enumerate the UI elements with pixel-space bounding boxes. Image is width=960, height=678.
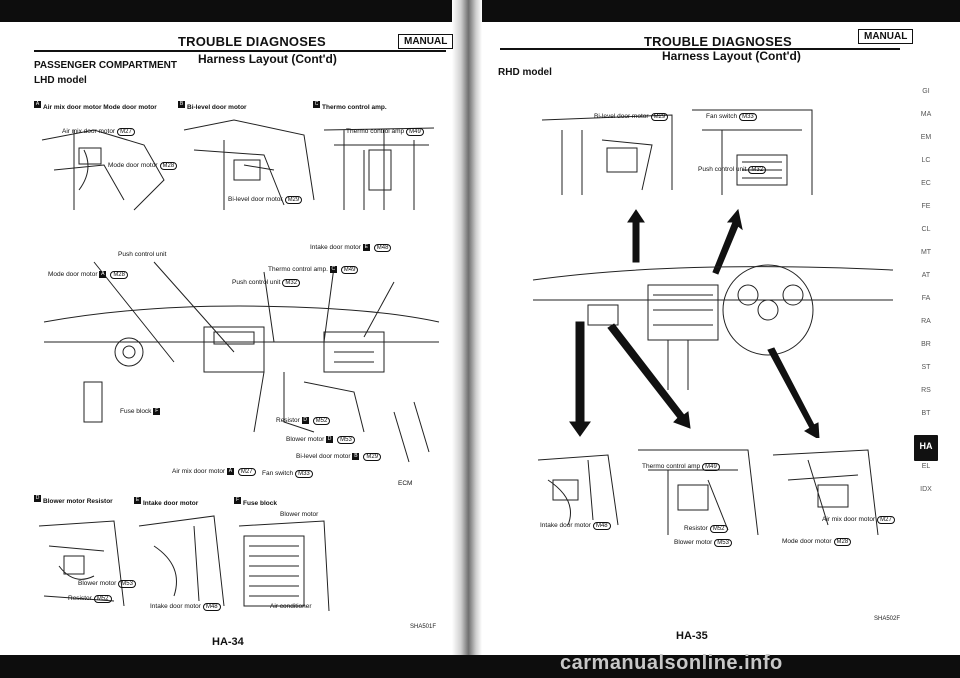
rhd-top-panels-sketch	[541, 109, 813, 195]
tab-ha-active[interactable]: HA	[914, 435, 938, 461]
panel-d-text: Blower motor Resistor	[43, 498, 113, 505]
callout-fuse-block-mid: Fuse block F	[120, 408, 161, 416]
right-manual-badge: MANUAL	[858, 29, 914, 44]
panel-d-letter: D	[34, 495, 41, 503]
tab-br[interactable]: BR	[921, 341, 931, 348]
panel-b-letter: B	[178, 101, 185, 109]
left-figure-code: SHA501F	[410, 624, 437, 630]
lhd-dashboard-sketch	[43, 261, 440, 463]
right-figure-code: SHA502F	[874, 616, 901, 622]
left-manual-badge: MANUAL	[398, 34, 454, 49]
panel-c-text: Thermo control amp.	[322, 104, 387, 111]
right-subtitle: Harness Layout (Cont'd)	[662, 49, 801, 63]
top-panels-sketch	[41, 119, 435, 211]
callout-air-conditioner: Air conditioner	[270, 603, 312, 610]
left-header-title: TROUBLE DIAGNOSES	[178, 34, 326, 49]
left-model: LHD model	[34, 75, 87, 86]
left-section-title: PASSENGER COMPARTMENT	[34, 60, 177, 71]
tab-mt[interactable]: MT	[920, 249, 932, 256]
book-spine	[452, 0, 482, 678]
tab-rs[interactable]: RS	[921, 387, 931, 394]
tab-ec[interactable]: EC	[921, 180, 931, 187]
right-header-rule	[500, 48, 900, 50]
bottom-scan-border	[0, 655, 960, 678]
section-tabs: GI MA EM LC EC FE CL MT AT FA RA BR ST R…	[914, 88, 938, 509]
bottom-panels-sketch	[38, 515, 330, 612]
left-header-rule	[34, 50, 446, 52]
callout-ecm: ECM	[398, 480, 413, 487]
panel-f-text: Fuse block	[243, 500, 277, 507]
tab-idx[interactable]: IDX	[920, 486, 932, 493]
rhd-bottom-panels-sketch	[537, 449, 879, 536]
tab-st[interactable]: ST	[921, 364, 931, 371]
tab-at[interactable]: AT	[921, 272, 931, 279]
tab-fe[interactable]: FE	[921, 203, 931, 210]
callout-blower-motor-fuse: Blower motor	[280, 511, 319, 518]
left-subtitle: Harness Layout (Cont'd)	[198, 52, 337, 66]
tab-bt[interactable]: BT	[921, 410, 931, 417]
tab-el[interactable]: EL	[921, 463, 931, 470]
left-page-number: HA-34	[212, 636, 244, 648]
panel-a-letter: A	[34, 101, 41, 109]
tab-fa[interactable]: FA	[921, 295, 931, 302]
panel-a-text: Air mix door motor Mode door motor	[43, 104, 157, 111]
callout-push-control-unit: Push control unit	[118, 251, 167, 258]
rhd-dashboard-sketch	[532, 208, 894, 438]
panel-f-letter: F	[234, 497, 241, 505]
right-header-title: TROUBLE DIAGNOSES	[644, 34, 792, 49]
tab-ra[interactable]: RA	[921, 318, 931, 325]
tab-cl[interactable]: CL	[921, 226, 931, 233]
tab-em[interactable]: EM	[920, 134, 932, 141]
panel-c-letter: C	[313, 101, 320, 109]
right-page-number: HA-35	[676, 630, 708, 642]
panel-e-text: Intake door motor	[143, 500, 199, 507]
tab-gi[interactable]: GI	[922, 88, 930, 95]
tab-ma[interactable]: MA	[920, 111, 932, 118]
watermark: carmanualsonline.info	[560, 652, 783, 674]
right-model: RHD model	[498, 67, 552, 78]
tab-lc[interactable]: LC	[921, 157, 931, 164]
panel-e-letter: E	[134, 497, 141, 505]
panel-b-text: Bi-level door motor	[187, 104, 247, 111]
